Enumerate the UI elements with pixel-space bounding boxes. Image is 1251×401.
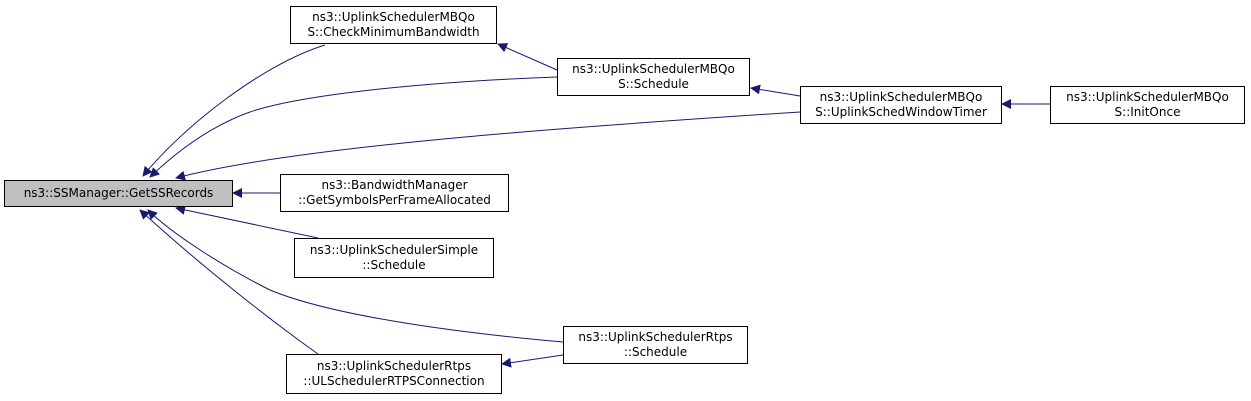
node-label-line-2: S::CheckMinimumBandwidth bbox=[307, 25, 480, 39]
edge-window-timer-to-mbqos-schedule bbox=[750, 84, 801, 97]
node-get-symbols-per-frame-allocated[interactable]: ns3::BandwidthManager ::GetSymbolsPerFra… bbox=[280, 174, 509, 212]
node-label-line-1: ns3::UplinkSchedulerMBQo bbox=[1066, 90, 1229, 104]
node-label: ns3::SSManager::GetSSRecords bbox=[23, 186, 214, 200]
node-ul-scheduler-rtps-connection[interactable]: ns3::UplinkSchedulerRtps ::ULSchedulerRT… bbox=[286, 354, 502, 394]
node-label-line-2: S::InitOnce bbox=[1114, 105, 1181, 119]
edge-check-min-bw-to-get-ss-records bbox=[142, 44, 326, 177]
node-label-line-2: S::Schedule bbox=[618, 77, 689, 91]
edge-window-timer-to-get-ss-records bbox=[175, 111, 801, 181]
edge-mbqos-schedule-to-check-min-bw bbox=[497, 43, 558, 71]
node-label-line-1: ns3::UplinkSchedulerSimple bbox=[309, 243, 479, 257]
node-init-once[interactable]: ns3::UplinkSchedulerMBQo S::InitOnce bbox=[1050, 86, 1245, 124]
node-label-line-2: ::ULSchedulerRTPSConnection bbox=[303, 374, 485, 388]
node-label-line-1: ns3::BandwidthManager bbox=[321, 178, 468, 192]
edge-rtps-connection-to-get-ss-records bbox=[139, 209, 319, 355]
node-label-line-1: ns3::UplinkSchedulerMBQo bbox=[572, 62, 735, 76]
node-label-line-1: ns3::UplinkSchedulerMBQo bbox=[312, 10, 475, 24]
node-label-line-1: ns3::UplinkSchedulerRtps bbox=[316, 359, 472, 373]
node-label-line-1: ns3::UplinkSchedulerMBQo bbox=[819, 90, 983, 104]
node-mbqos-schedule[interactable]: ns3::UplinkSchedulerMBQo S::Schedule bbox=[557, 58, 750, 96]
edge-rtps-schedule-to-get-ss-records bbox=[147, 209, 564, 343]
node-simple-schedule[interactable]: ns3::UplinkSchedulerSimple ::Schedule bbox=[294, 238, 494, 278]
node-label-line-2: ::Schedule bbox=[362, 258, 426, 272]
edge-simple-schedule-to-get-ss-records bbox=[175, 204, 319, 239]
node-label-line-2: S::UplinkSchedWindowTimer bbox=[815, 105, 987, 119]
node-label-line-2: ::Schedule bbox=[623, 345, 688, 359]
node-rtps-schedule[interactable]: ns3::UplinkSchedulerRtps ::Schedule bbox=[563, 326, 748, 364]
node-uplink-sched-window-timer[interactable]: ns3::UplinkSchedulerMBQo S::UplinkSchedW… bbox=[800, 86, 1002, 124]
node-label-line-2: ::GetSymbolsPerFrameAllocated bbox=[298, 193, 491, 207]
edge-mbqos-schedule-to-get-ss-records bbox=[149, 76, 558, 178]
edge-rtps-schedule-to-rtps-connection bbox=[501, 354, 564, 368]
node-label-line-1: ns3::UplinkSchedulerRtps bbox=[578, 330, 733, 344]
node-get-ss-records[interactable]: ns3::SSManager::GetSSRecords bbox=[4, 180, 233, 207]
node-check-minimum-bandwidth[interactable]: ns3::UplinkSchedulerMBQo S::CheckMinimum… bbox=[290, 6, 497, 44]
